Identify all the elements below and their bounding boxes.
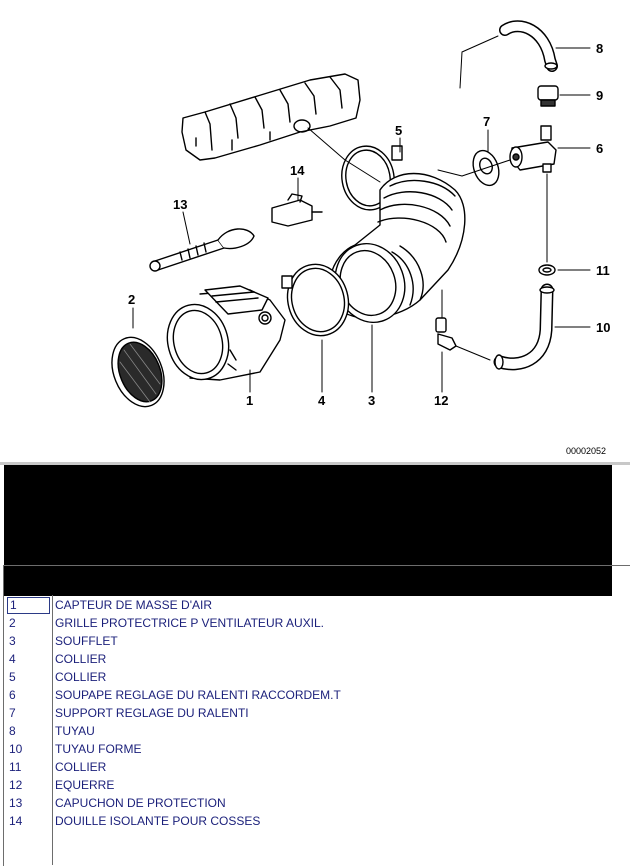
part-number: 2 <box>9 616 16 630</box>
separator-bar <box>0 462 630 465</box>
callout-14: 14 <box>290 163 305 178</box>
part-row[interactable]: 1 CAPTEUR DE MASSE D'AIR <box>7 596 630 614</box>
diagram-drawing <box>111 20 591 408</box>
callout-2: 2 <box>128 292 136 307</box>
part-row[interactable]: 11 COLLIER <box>7 758 630 776</box>
part-sleeve-14 <box>271 193 323 227</box>
part-row[interactable]: 3 SOUFFLET <box>7 632 630 650</box>
part-formed-hose-10 <box>493 283 555 371</box>
part-description: COLLIER <box>55 670 107 684</box>
part-number: 8 <box>9 724 16 738</box>
callout-6: 6 <box>596 141 604 156</box>
part-row[interactable]: 14 DOUILLE ISOLANTE POUR COSSES <box>7 812 630 830</box>
parts-list: 1 CAPTEUR DE MASSE D'AIR 2 GRILLE PROTEC… <box>7 596 630 830</box>
part-description: DOUILLE ISOLANTE POUR COSSES <box>55 814 261 828</box>
part-description: SOUPAPE REGLAGE DU RALENTI RACCORDEM.T <box>55 688 341 702</box>
part-number: 10 <box>9 742 23 756</box>
part-description: TUYAU <box>55 724 95 738</box>
callout-10: 10 <box>596 320 611 335</box>
part-bellows-3 <box>328 172 466 324</box>
part-description: EQUERRE <box>55 778 115 792</box>
part-description: GRILLE PROTECTRICE P VENTILATEUR AUXIL. <box>55 616 324 630</box>
part-cap-13 <box>149 228 255 272</box>
part-clamp-5 <box>341 145 403 211</box>
callout-8: 8 <box>596 41 604 56</box>
part-clamp-4 <box>281 263 350 337</box>
callout-1: 1 <box>246 393 254 408</box>
part-row[interactable]: 5 COLLIER <box>7 668 630 686</box>
callout-4: 4 <box>318 393 326 408</box>
black-panel-bottom <box>4 566 612 596</box>
callout-5: 5 <box>395 123 403 138</box>
part-description: COLLIER <box>55 652 107 666</box>
part-row[interactable]: 13 CAPUCHON DE PROTECTION <box>7 794 630 812</box>
part-description: TUYAU FORME <box>55 742 142 756</box>
callout-9: 9 <box>596 88 604 103</box>
part-description: COLLIER <box>55 760 107 774</box>
part-row[interactable]: 12 EQUERRE <box>7 776 630 794</box>
part-row[interactable]: 4 COLLIER <box>7 650 630 668</box>
part-number: 4 <box>9 652 16 666</box>
part-fitting-9 <box>537 85 559 107</box>
part-valve-6 <box>509 125 557 173</box>
part-row[interactable]: 10 TUYAU FORME <box>7 740 630 758</box>
callout-11: 11 <box>596 263 610 278</box>
part-hose-8 <box>499 20 558 72</box>
part-number: 6 <box>9 688 16 702</box>
callout-7: 7 <box>483 114 491 129</box>
part-description: SOUFFLET <box>55 634 118 648</box>
diagram-reference-code: 00002052 <box>566 446 607 456</box>
callout-3: 3 <box>368 393 376 408</box>
part-clamp-11 <box>538 264 556 276</box>
part-elbow-12 <box>435 289 491 361</box>
part-number: 3 <box>9 634 16 648</box>
part-air-mass-sensor-1 <box>166 285 286 381</box>
part-number: 5 <box>9 670 16 684</box>
part-row[interactable]: 6 SOUPAPE REGLAGE DU RALENTI RACCORDEM.T <box>7 686 630 704</box>
part-number: 14 <box>9 814 23 828</box>
part-description: SUPPORT REGLAGE DU RALENTI <box>55 706 249 720</box>
column-divider <box>52 595 53 865</box>
callout-13: 13 <box>173 197 188 212</box>
part-grille-2 <box>111 336 165 408</box>
part-number: 11 <box>9 760 22 774</box>
part-row[interactable]: 8 TUYAU <box>7 722 630 740</box>
part-number: 1 <box>7 597 50 614</box>
part-description: CAPUCHON DE PROTECTION <box>55 796 226 810</box>
callout-leaders <box>132 47 591 393</box>
part-description: CAPTEUR DE MASSE D'AIR <box>55 598 212 612</box>
part-number: 13 <box>9 796 23 810</box>
intake-manifold <box>181 73 361 161</box>
part-number: 7 <box>9 706 16 720</box>
part-row[interactable]: 7 SUPPORT REGLAGE DU RALENTI <box>7 704 630 722</box>
parts-list-frame <box>3 565 630 866</box>
part-row[interactable]: 2 GRILLE PROTECTRICE P VENTILATEUR AUXIL… <box>7 614 630 632</box>
part-number: 12 <box>9 778 23 792</box>
callout-12: 12 <box>434 393 449 408</box>
exploded-parts-diagram: 8 9 6 7 5 14 13 2 11 10 1 4 3 12 0000205… <box>111 20 611 456</box>
